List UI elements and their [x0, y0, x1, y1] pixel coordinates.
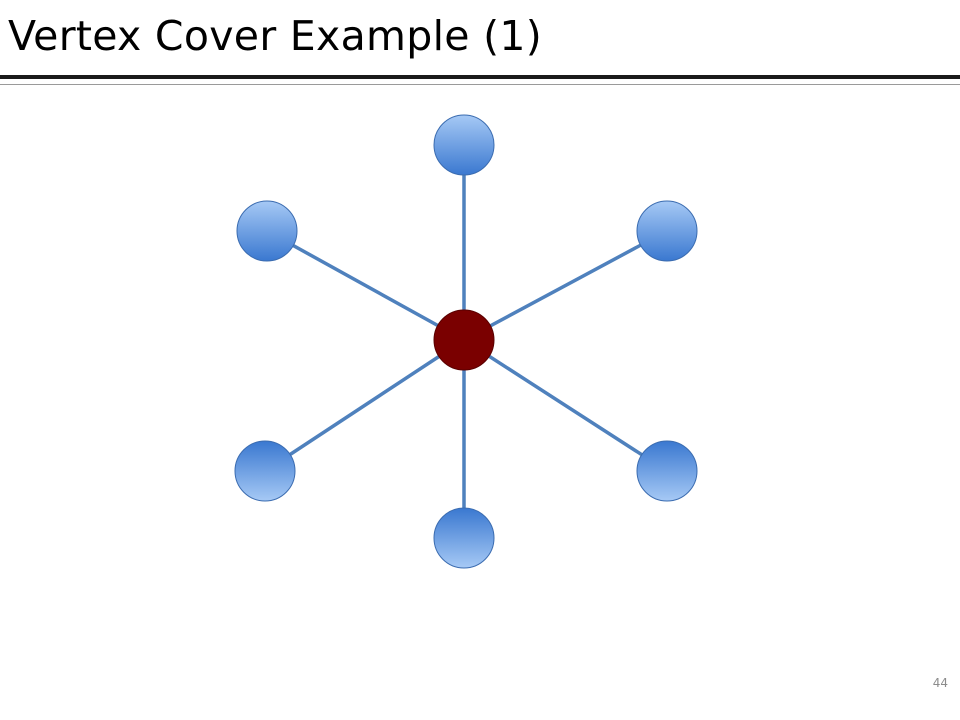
node-upper-left	[236, 200, 298, 262]
edges	[263, 143, 669, 540]
edge-center-lower-left	[263, 338, 466, 473]
nodes	[234, 114, 698, 569]
node-lower-right	[636, 440, 698, 502]
title-underline-thick	[0, 75, 960, 79]
page-number: 44	[932, 676, 948, 690]
edge-center-lower-right	[462, 338, 669, 473]
node-top	[433, 114, 495, 176]
edge-center-upper-right	[462, 229, 669, 342]
node-lower-left	[234, 440, 296, 502]
node-center-selected	[433, 309, 495, 371]
node-upper-right	[636, 200, 698, 262]
slide-title: Vertex Cover Example (1)	[8, 12, 543, 60]
title-underline-thin	[0, 84, 960, 85]
edge-center-upper-left	[265, 229, 466, 342]
node-bottom	[433, 507, 495, 569]
